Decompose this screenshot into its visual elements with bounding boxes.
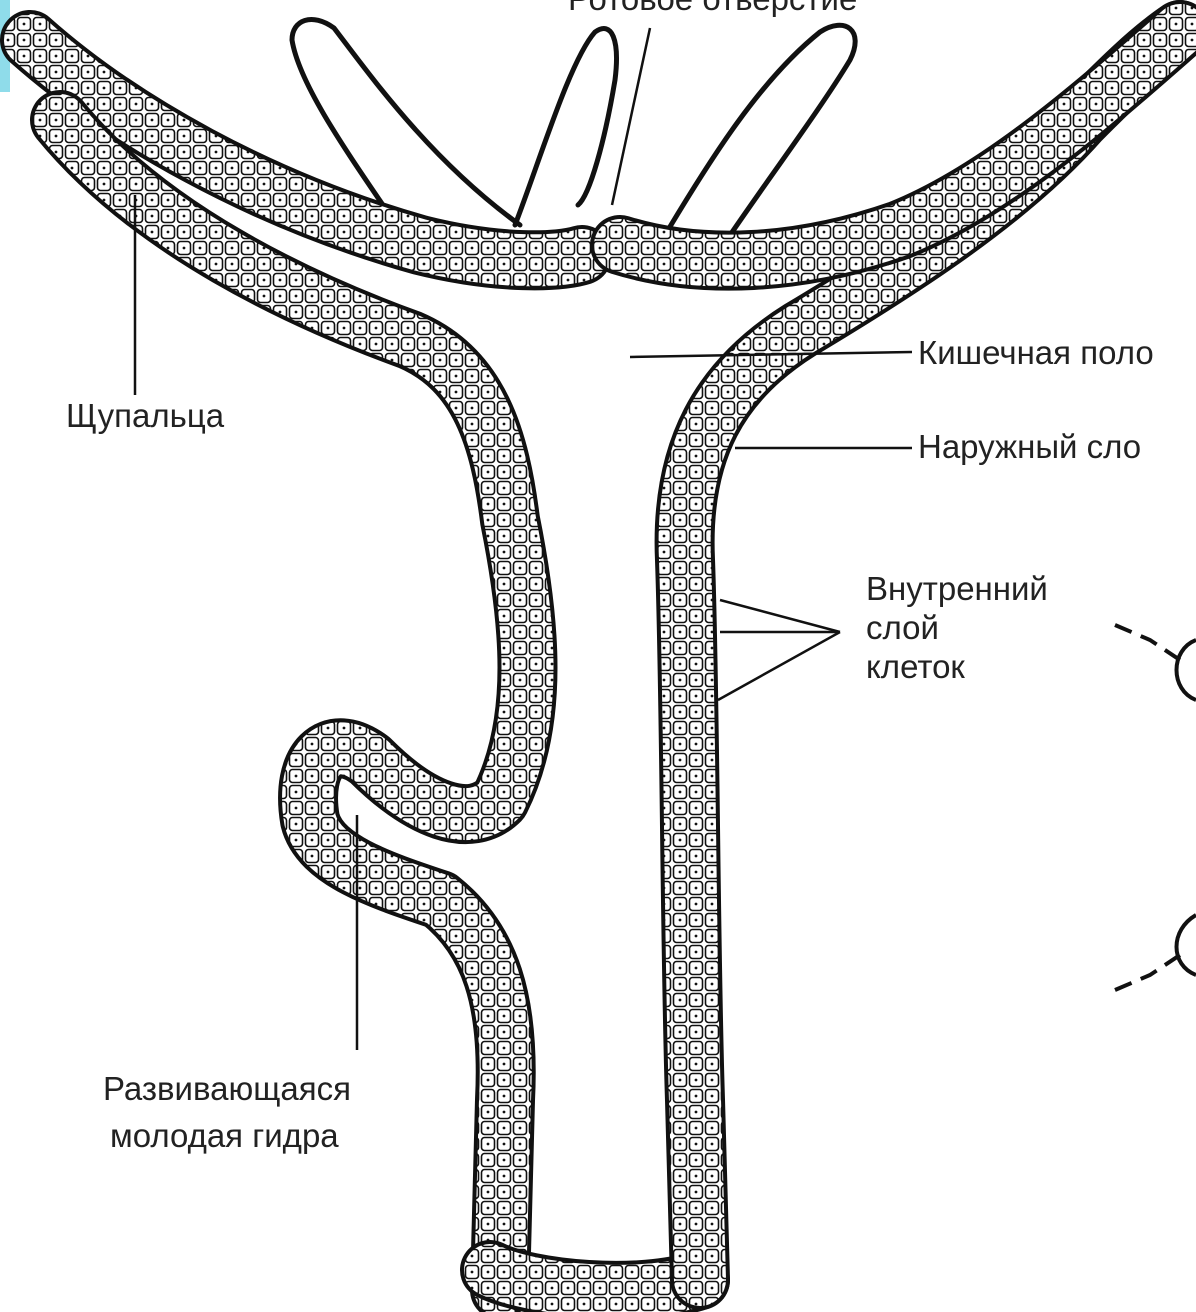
edge-fragment bbox=[1115, 625, 1196, 990]
label-gut-cavity: Кишечная поло bbox=[918, 334, 1154, 372]
leader-inner-layer-a bbox=[720, 600, 840, 632]
label-inner-layer-line1: Внутренний bbox=[866, 570, 1048, 608]
label-inner-layer-line3: клеток bbox=[866, 648, 965, 686]
label-bud-line2: молодая гидра bbox=[110, 1117, 339, 1155]
right-inner-tentacle-outline bbox=[668, 25, 855, 250]
left-inner-tentacle-outline bbox=[515, 29, 616, 225]
label-tentacles: Щупальца bbox=[66, 397, 224, 435]
label-inner-layer-line2: слой bbox=[866, 609, 939, 647]
label-bud-line1: Развивающаяся bbox=[103, 1070, 351, 1108]
label-mouth: Ротовое отверстие bbox=[568, 0, 857, 18]
label-outer-layer: Наружный сло bbox=[918, 428, 1141, 466]
leader-inner-layer-c bbox=[718, 632, 840, 700]
